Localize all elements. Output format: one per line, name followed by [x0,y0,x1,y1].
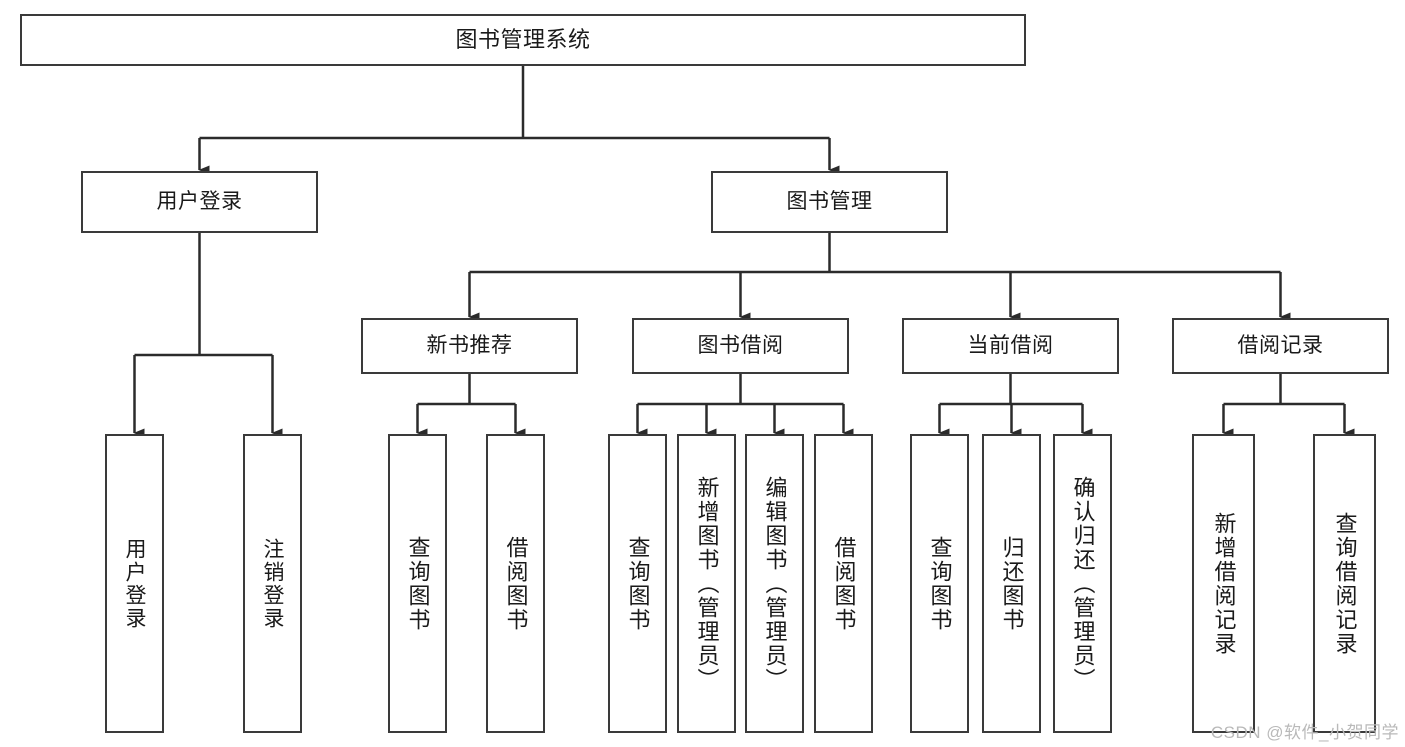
node-current-return-book[interactable]: 归还图书 [982,434,1041,733]
node-logout-leaf[interactable]: 注销登录 [243,434,302,733]
node-label-record-query: 查询借阅记录 [1332,511,1358,656]
node-label-book-manage: 图书管理 [786,189,873,213]
node-root[interactable]: 图书管理系统 [20,14,1026,66]
node-borrow-add-book[interactable]: 新增图书（管理员） [677,434,736,733]
node-label-current-confirm-return: 确认归还（管理员） [1070,475,1096,692]
node-book-borrow[interactable]: 图书借阅 [632,318,849,374]
node-label-record-add: 新增借阅记录 [1211,511,1237,656]
node-label-borrow-query-book: 查询图书 [625,535,651,632]
node-label-rec-query-book: 查询图书 [405,535,431,632]
node-label-current-query-book: 查询图书 [927,535,953,632]
node-new-book-rec[interactable]: 新书推荐 [361,318,578,374]
watermark-label: CSDN @软件_小贺同学 [1210,723,1399,742]
node-label-borrow-record: 借阅记录 [1237,333,1324,357]
node-label-borrow-lend-book: 借阅图书 [831,535,857,632]
node-label-book-borrow: 图书借阅 [697,333,784,357]
node-current-borrow[interactable]: 当前借阅 [902,318,1119,374]
node-label-user-login: 用户登录 [156,189,243,213]
node-current-confirm-return[interactable]: 确认归还（管理员） [1053,434,1112,733]
node-label-current-return-book: 归还图书 [999,535,1025,632]
node-user-login-leaf[interactable]: 用户登录 [105,434,164,733]
node-borrow-query-book[interactable]: 查询图书 [608,434,667,733]
node-borrow-lend-book[interactable]: 借阅图书 [814,434,873,733]
node-rec-borrow-book[interactable]: 借阅图书 [486,434,545,733]
node-book-manage[interactable]: 图书管理 [711,171,948,233]
node-label-logout-leaf: 注销登录 [261,537,284,630]
node-label-borrow-edit-book: 编辑图书（管理员） [762,475,788,692]
node-label-new-book-rec: 新书推荐 [426,333,513,357]
node-current-query-book[interactable]: 查询图书 [910,434,969,733]
node-label-root: 图书管理系统 [455,27,591,53]
node-label-current-borrow: 当前借阅 [967,333,1054,357]
node-label-borrow-add-book: 新增图书（管理员） [694,475,720,692]
node-borrow-record[interactable]: 借阅记录 [1172,318,1389,374]
node-record-add[interactable]: 新增借阅记录 [1192,434,1255,733]
node-record-query[interactable]: 查询借阅记录 [1313,434,1376,733]
node-label-rec-borrow-book: 借阅图书 [503,535,529,632]
node-label-user-login-leaf: 用户登录 [123,537,146,630]
node-rec-query-book[interactable]: 查询图书 [388,434,447,733]
node-user-login[interactable]: 用户登录 [81,171,318,233]
node-borrow-edit-book[interactable]: 编辑图书（管理员） [745,434,804,733]
